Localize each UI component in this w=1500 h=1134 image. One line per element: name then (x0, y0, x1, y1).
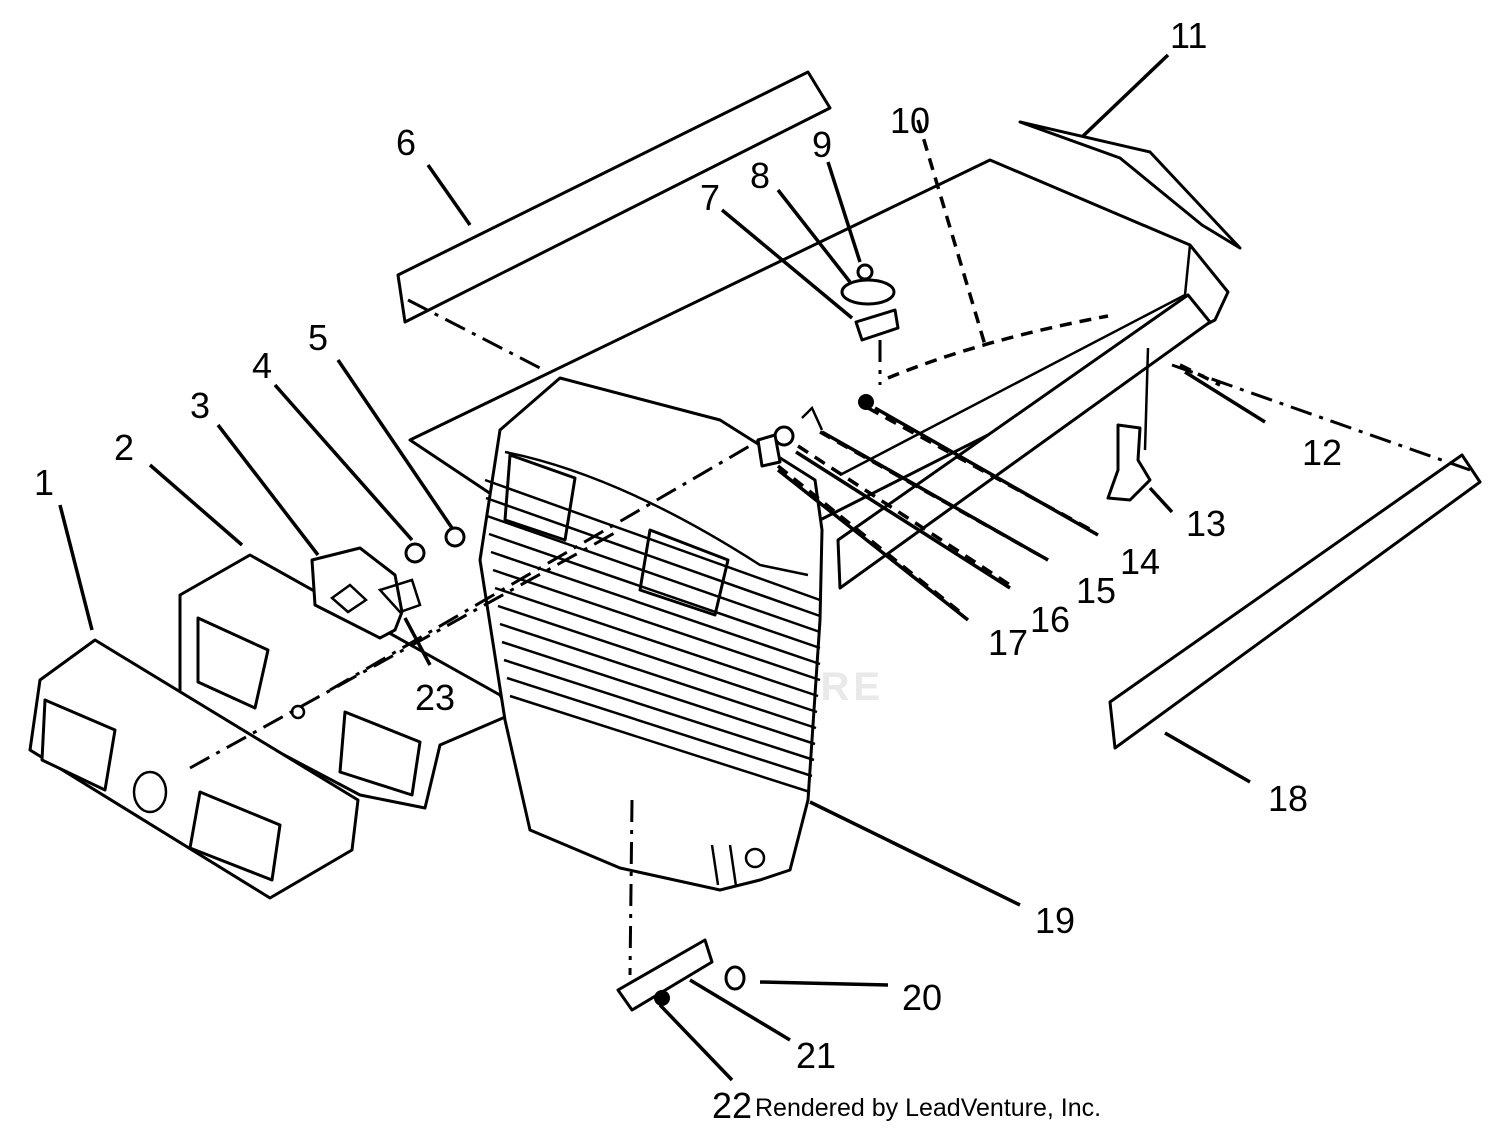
leader-lines (58, 53, 1266, 1082)
callout-2: 2 (114, 427, 134, 468)
callout-22: 22 (712, 1085, 752, 1126)
callout-7: 7 (700, 177, 720, 218)
part-14-pin (801, 405, 824, 431)
hood-fastener (858, 394, 874, 410)
part-20-bolt (724, 965, 746, 991)
part-5-socket (444, 526, 466, 548)
callout-16: 16 (1030, 599, 1070, 640)
callout-labels: 1 2 3 4 5 6 7 8 9 10 11 12 13 14 15 16 1… (34, 15, 1342, 1126)
part-1-outer-front-bezel (28, 638, 360, 900)
callout-6: 6 (396, 122, 416, 163)
callout-9: 9 (812, 124, 832, 165)
credit-text: Rendered by LeadVenture, Inc. (755, 1094, 1102, 1122)
part-11-trim-strip (1018, 120, 1242, 250)
callout-18: 18 (1268, 778, 1308, 819)
part-22-nut (654, 990, 670, 1006)
part-21-hinge-plate (616, 938, 714, 1012)
part-13-hood-latch (1106, 423, 1152, 502)
callout-3: 3 (190, 385, 210, 426)
part-3-headlight-lens (310, 546, 404, 640)
part-6-decal-strip-left (396, 70, 832, 324)
callout-11: 11 (1170, 15, 1207, 56)
callout-13: 13 (1186, 503, 1226, 544)
callout-4: 4 (252, 345, 272, 386)
callout-15: 15 (1076, 570, 1116, 611)
callout-10: 10 (890, 100, 930, 141)
callout-19: 19 (1035, 900, 1075, 941)
callout-12: 12 (1302, 432, 1342, 473)
callout-20: 20 (902, 977, 942, 1018)
part-16-bushing (756, 433, 782, 468)
part-9-nut (856, 263, 874, 281)
callout-1: 1 (34, 462, 54, 503)
callout-5: 5 (308, 317, 328, 358)
part-7-latch-bracket (854, 308, 900, 342)
part-18-decal-strip-right (1108, 453, 1482, 750)
callout-8: 8 (750, 155, 770, 196)
part-4-bulb (404, 542, 426, 564)
callout-23: 23 (415, 677, 455, 718)
callout-21: 21 (796, 1035, 836, 1076)
callout-14: 14 (1120, 541, 1160, 582)
part-19-grille (478, 376, 824, 892)
part-8-washer (840, 278, 896, 306)
part-23-bracket (377, 578, 422, 614)
callout-17: 17 (988, 622, 1028, 663)
